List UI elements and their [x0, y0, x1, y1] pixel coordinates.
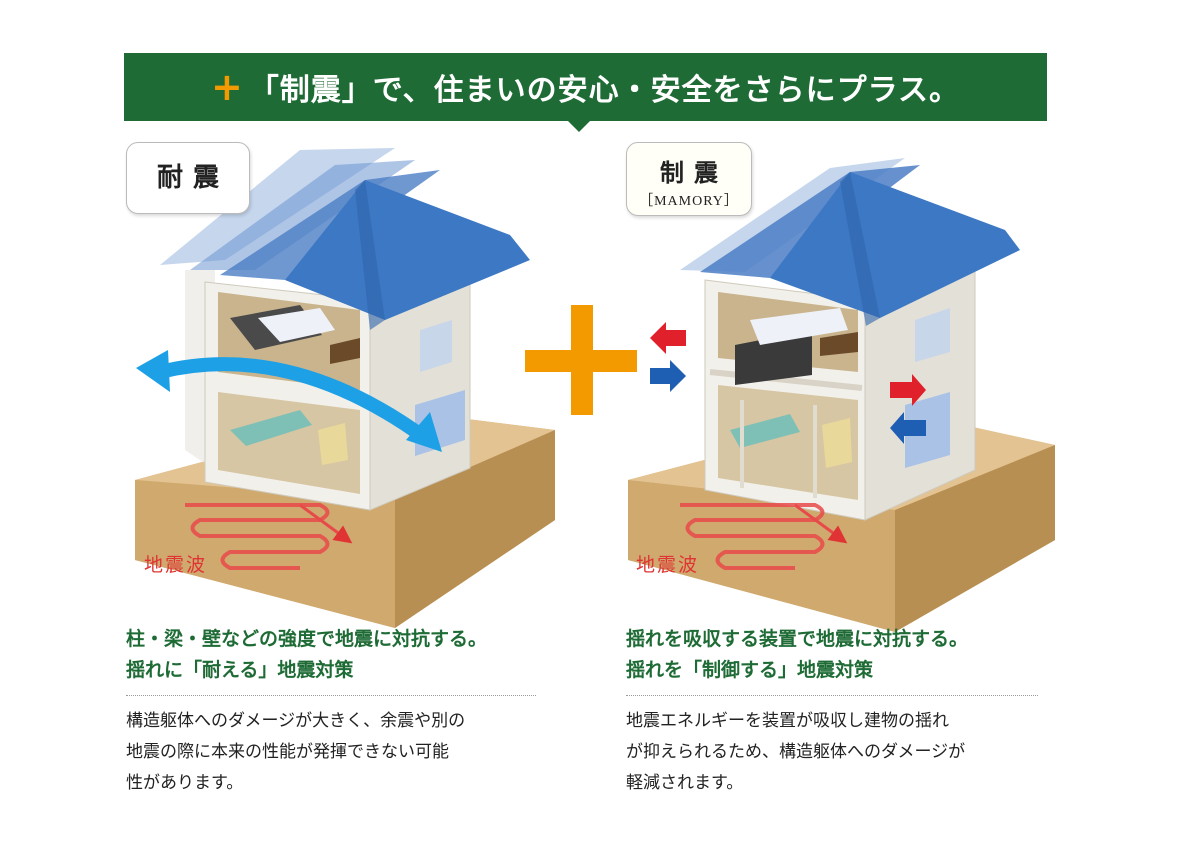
left-desk-icon — [330, 338, 360, 364]
left-wave-label: 地震波 — [144, 554, 208, 576]
plus-icon: + — [210, 65, 243, 109]
damper-arrows-icon — [650, 322, 926, 444]
left-sofa-icon — [230, 410, 312, 446]
right-seismic-wave-icon — [680, 503, 848, 570]
taishin-label: 耐震 — [126, 142, 250, 214]
right-chair-icon — [822, 418, 852, 468]
left-description: 構造躯体へのダメージが大きく、余震や別の 地震の際に本来の性能が発揮できない可能… — [126, 711, 466, 793]
banner-title: 「制震」で、住まいの安心・安全をさらにプラス。 — [248, 73, 961, 108]
left-seismic-wave-icon — [185, 503, 353, 570]
left-heading: 柱・梁・壁などの強度で地震に対抗する。 揺れに「耐える」地震対策 — [126, 628, 488, 681]
right-description: 地震エネルギーを装置が吸収し建物の揺れ が抑えられるため、構造躯体へのダメージが… — [626, 711, 966, 793]
right-divider — [626, 695, 1038, 696]
right-bed-icon — [735, 330, 812, 385]
right-roof — [680, 158, 1020, 326]
title-banner: + 「制震」で、住まいの安心・安全をさらにプラス。 — [124, 53, 1047, 121]
right-sofa-icon — [730, 414, 800, 448]
left-sway-arrow-icon — [136, 350, 442, 452]
left-house — [185, 267, 471, 511]
right-house — [704, 267, 976, 521]
left-chair-icon — [318, 423, 348, 465]
right-heading: 揺れを吸収する装置で地震に対抗する。 揺れを「制御する」地震対策 — [626, 628, 969, 681]
left-divider — [126, 695, 536, 696]
plus-sign-icon — [525, 305, 637, 415]
seishin-label: 制震 ［MAMORY］ — [626, 142, 752, 216]
right-desk-icon — [820, 332, 858, 356]
left-roof — [160, 148, 530, 330]
banner-pointer — [567, 120, 591, 132]
right-wave-label: 地震波 — [636, 554, 700, 576]
mamory-sublabel: ［MAMORY］ — [639, 194, 739, 209]
